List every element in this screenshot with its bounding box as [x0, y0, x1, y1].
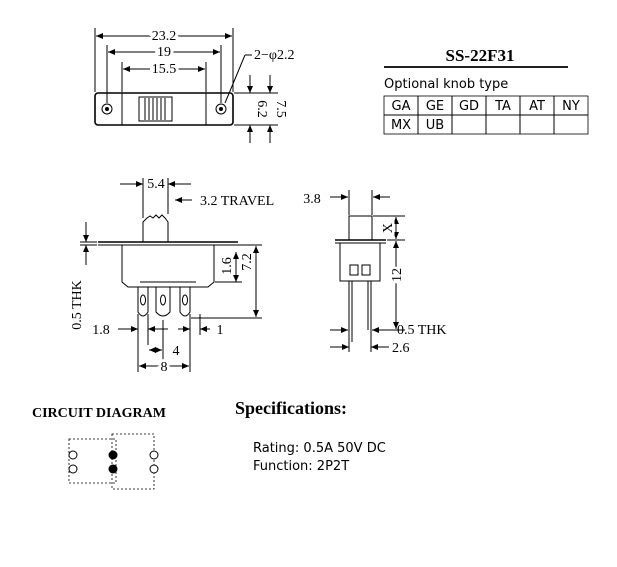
dim-overall: 23.2 — [152, 29, 177, 44]
spec-rating: Rating: 0.5A 50V DC — [253, 441, 386, 456]
knob-cell: GE — [426, 99, 444, 114]
knob-cell: GD — [459, 99, 479, 114]
knob-heading: Optional knob type — [384, 77, 508, 92]
knob-table: GA GE GD TA AT NY MX UB — [383, 95, 589, 135]
dim-left: 1.8 — [92, 323, 110, 338]
top-view: 23.2 19 15.5 2−φ2.2 6.2 7.5 — [94, 26, 294, 143]
dim-holes: 19 — [157, 45, 171, 60]
dim-thk: 0.5 THK — [70, 280, 85, 330]
dim-span: 8 — [161, 360, 168, 375]
top-view-body — [121, 92, 207, 126]
dim-hole-dia: 2−φ2.2 — [254, 48, 294, 63]
terminal-open — [68, 450, 78, 460]
terminal-open — [68, 464, 78, 474]
specifications: Specifications: Rating: 0.5A 50V DC Func… — [235, 398, 386, 474]
model-block: SS-22F31 Optional knob type GA GE GD TA … — [383, 46, 589, 135]
dim-right: 1 — [217, 323, 224, 338]
top-view-knob-grip — [144, 98, 166, 120]
mounting-hole-right — [215, 103, 227, 115]
specs-heading: Specifications: — [235, 398, 347, 418]
terminal-common — [108, 450, 118, 460]
side-view-body — [121, 245, 215, 288]
top-view-plate — [94, 92, 234, 126]
end-dim-x: X — [381, 223, 396, 233]
knob-cell: GA — [392, 99, 411, 114]
knob-cell: NY — [562, 99, 580, 114]
dim-pitch: 4 — [173, 344, 180, 359]
end-dim-12: 12 — [390, 268, 405, 282]
terminal-open — [149, 464, 159, 474]
side-view-pins — [137, 287, 191, 317]
dim-outer-height: 7.5 — [273, 100, 288, 118]
dim-inner-height: 6.2 — [254, 100, 269, 118]
end-view: 3.8 X 12 0.5 THK 2.6 — [303, 190, 447, 356]
knob-cell: AT — [529, 99, 545, 114]
mounting-hole-left — [101, 103, 113, 115]
terminal-common — [108, 464, 118, 474]
spec-function: Function: 2P2T — [253, 459, 349, 474]
terminal-open — [149, 450, 159, 460]
top-view-knob — [138, 96, 173, 122]
knob-cell: MX — [391, 118, 411, 133]
circuit-heading: CIRCUIT DIAGRAM — [32, 406, 166, 421]
end-dim-pin: 2.6 — [392, 341, 410, 356]
dim-height: 7.2 — [240, 253, 255, 271]
dim-travel: 3.2 TRAVEL — [200, 194, 274, 209]
dim-body: 15.5 — [152, 62, 177, 77]
dim-knob-width: 5.4 — [147, 177, 165, 192]
dim-plate: 1.6 — [220, 257, 235, 275]
model-title: SS-22F31 — [446, 46, 515, 65]
side-view-knob — [142, 214, 169, 242]
circuit-diagram: CIRCUIT DIAGRAM — [32, 406, 166, 490]
knob-cell: UB — [426, 118, 444, 133]
end-dim-knob: 3.8 — [303, 192, 321, 207]
knob-cell: TA — [494, 99, 511, 114]
side-view: 5.4 3.2 TRAVEL 0.5 THK 1.6 7.2 1.8 1 4 8 — [70, 177, 274, 378]
end-dim-thk: 0.5 THK — [397, 323, 447, 338]
end-view-body — [339, 242, 381, 282]
end-view-knob — [348, 215, 373, 241]
